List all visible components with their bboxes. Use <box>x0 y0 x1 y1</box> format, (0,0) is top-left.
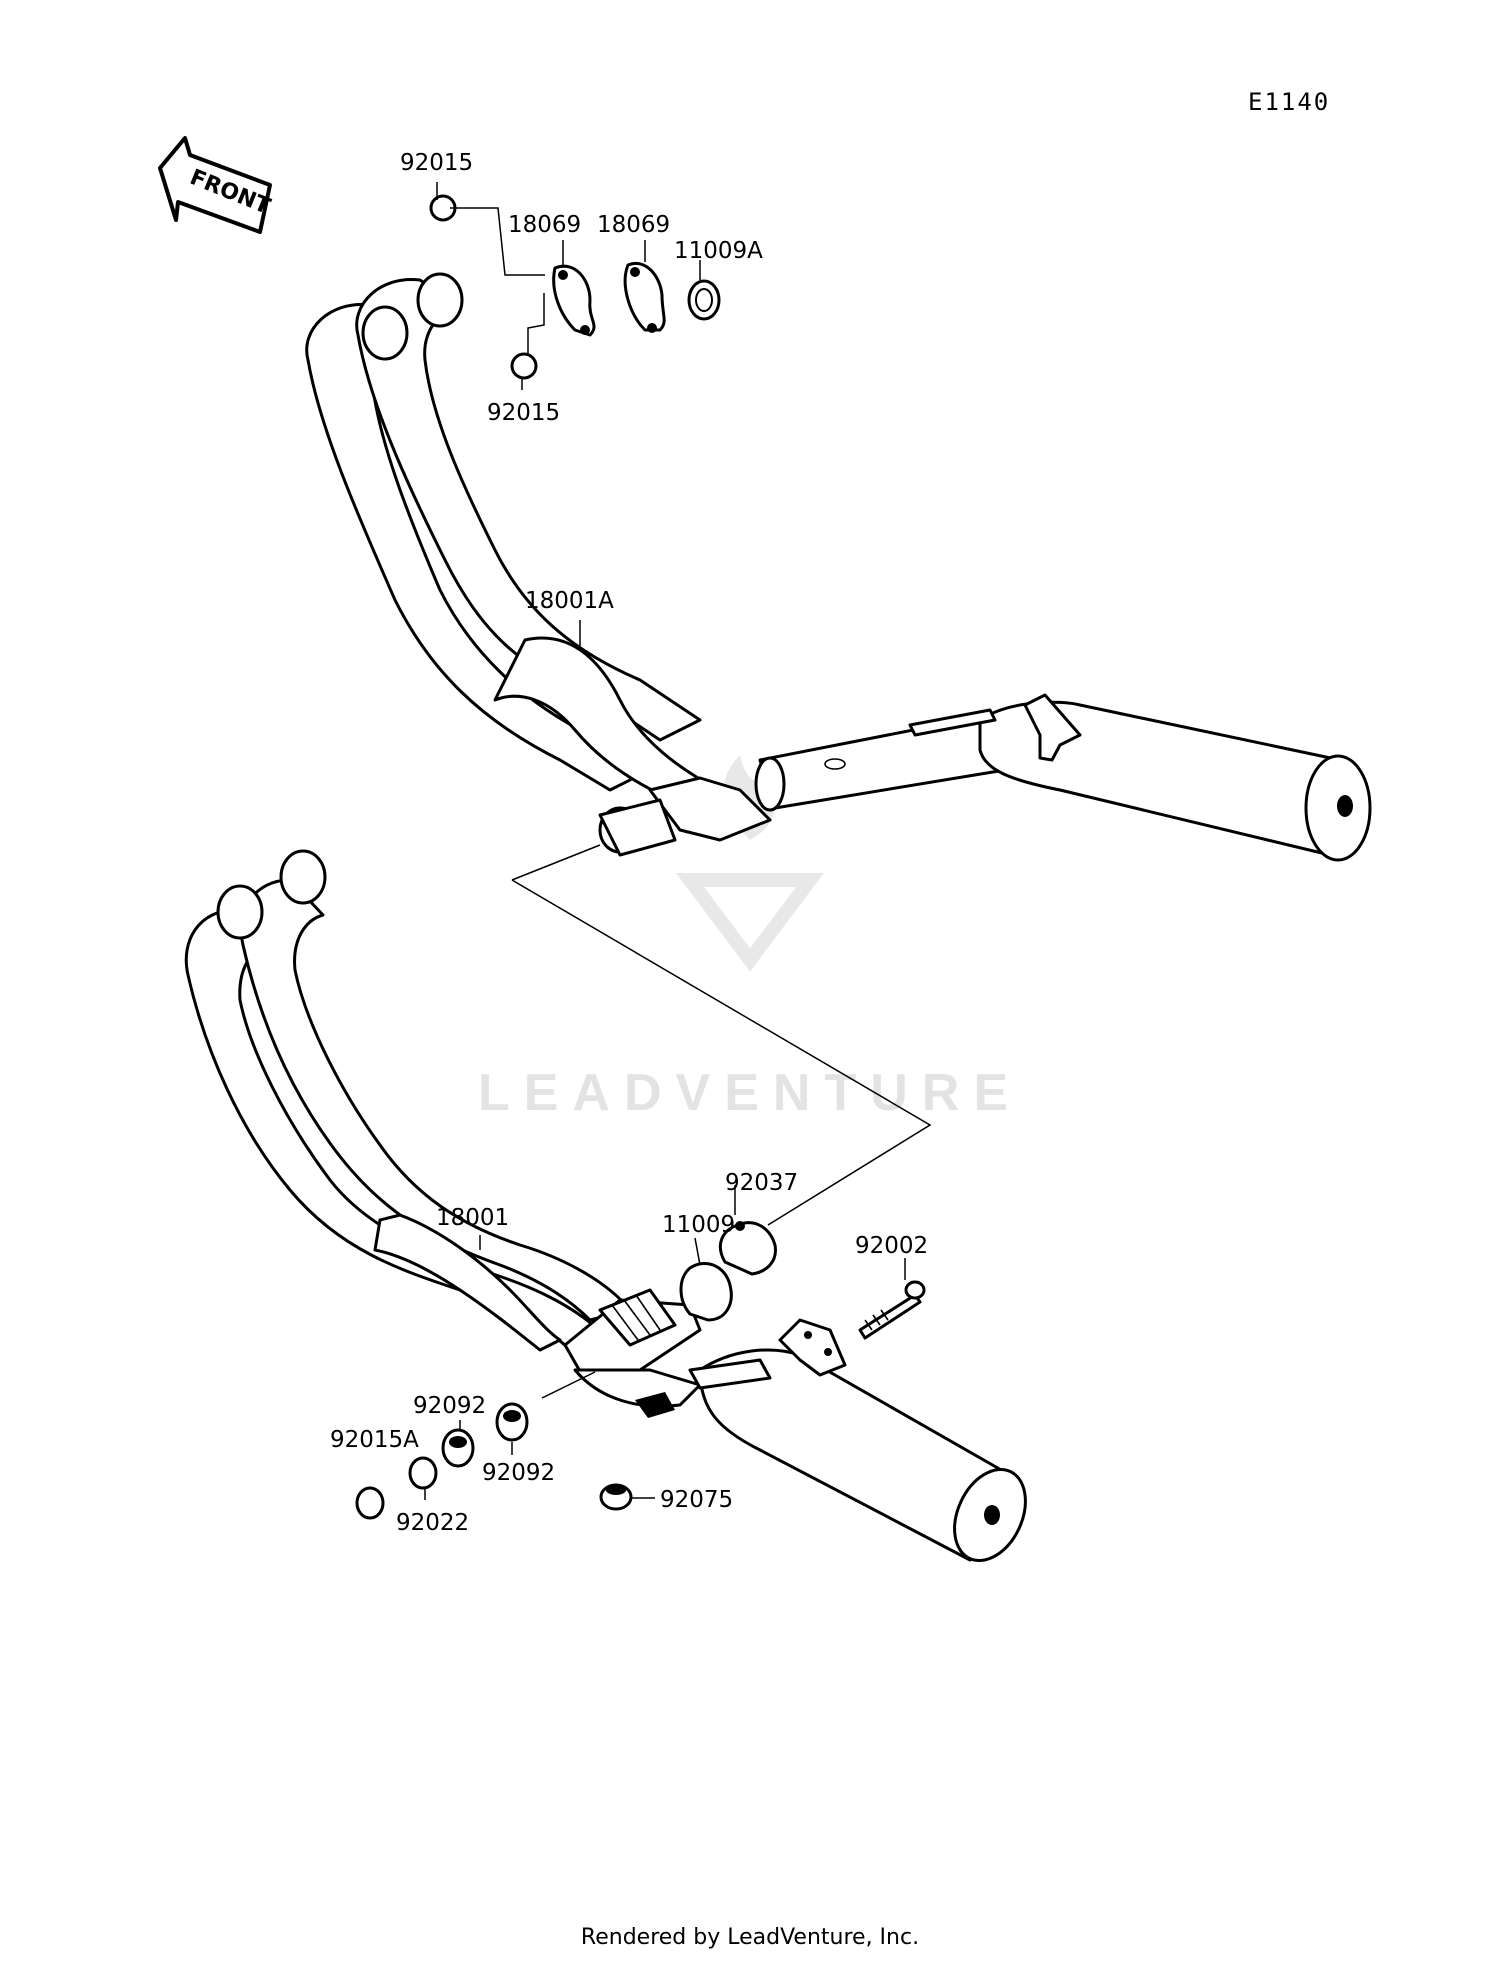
front-arrow-icon: FRONT <box>158 136 274 234</box>
clamp-18069-a <box>552 264 596 337</box>
lower-pipe-flange-2 <box>279 849 327 905</box>
bolt-92002 <box>858 1293 922 1340</box>
cap-92015A <box>355 1486 385 1520</box>
diagram-code: E1140 <box>1248 88 1330 116</box>
footer-credit: Rendered by LeadVenture, Inc. <box>580 1925 920 1950</box>
label-92015A: 92015A <box>330 1427 419 1453</box>
label-92015-mid: 92015 <box>487 400 560 426</box>
label-11009A: 11009A <box>674 238 763 264</box>
label-18001: 18001 <box>436 1205 509 1231</box>
upper-pipe-flange-2 <box>416 272 464 328</box>
upper-mid-pipe <box>758 713 1007 810</box>
label-11009: 11009 <box>662 1212 735 1238</box>
upper-mid-pipe-port <box>824 758 846 770</box>
label-92092-a: 92092 <box>413 1393 486 1419</box>
upper-mid-pipe-joint <box>754 756 786 812</box>
label-92075: 92075 <box>660 1487 733 1513</box>
upper-muffler-bracket <box>1023 693 1082 762</box>
upper-muffler-strap <box>908 708 997 737</box>
lower-heat-shield <box>373 1213 562 1352</box>
label-18069-a: 18069 <box>508 212 581 238</box>
upper-exhaust-assembly <box>305 272 1372 862</box>
bolt-92002-head <box>904 1280 926 1300</box>
upper-outlet-sleeve <box>598 798 677 857</box>
upper-pipe-flange-1 <box>361 305 409 361</box>
upper-muffler-outlet <box>1337 795 1353 817</box>
lower-exhaust-assembly <box>184 849 1027 1563</box>
label-92092-b: 92092 <box>482 1460 555 1486</box>
label-92015-top: 92015 <box>400 150 473 176</box>
label-92002: 92002 <box>855 1233 928 1259</box>
nut-92015-mid <box>510 352 538 380</box>
clamp-18069-b <box>623 261 666 332</box>
label-18069-b: 18069 <box>597 212 670 238</box>
lower-muffler-bracket <box>778 1318 847 1377</box>
label-92022: 92022 <box>396 1510 469 1536</box>
lower-muffler-strap <box>688 1358 772 1390</box>
lower-hardware <box>355 1221 926 1520</box>
upper-collector <box>648 776 772 842</box>
clamp-92037 <box>719 1221 777 1276</box>
watermark-text: LEADVENTURE <box>478 1064 1022 1122</box>
lower-pipe-flange-1 <box>216 884 264 940</box>
lower-muffler-outlet <box>984 1505 1000 1525</box>
part-labels: 92015 18069 18069 11009A 92015 18001A 92… <box>330 150 928 1536</box>
top-hardware <box>429 194 721 380</box>
gasket-11009 <box>679 1262 733 1322</box>
washer-92022 <box>408 1456 438 1490</box>
label-18001A: 18001A <box>525 588 614 614</box>
label-92037: 92037 <box>725 1170 798 1196</box>
leader-lines <box>424 182 932 1500</box>
lower-collector-base <box>573 1368 702 1408</box>
upper-header-pipe-outer <box>305 302 652 792</box>
